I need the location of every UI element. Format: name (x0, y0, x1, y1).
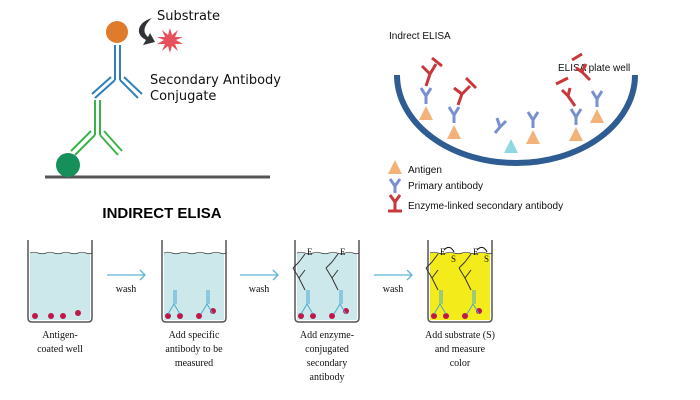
antigen-dot (165, 313, 171, 319)
legend-primary-antibody: Primary antibody (408, 181, 483, 192)
antigen-dot (210, 308, 216, 314)
wash-arrow-2: wash (240, 269, 279, 295)
antigen-triangle-icon (388, 160, 402, 174)
liquid-surface (429, 251, 493, 255)
step-caption-line: coated well (37, 344, 83, 355)
wash-label: wash (383, 284, 404, 295)
schematic-antibody-conjugate: Substrate Secondary Antibody Conjugate I… (45, 9, 281, 222)
primary-antibody-icon (433, 290, 447, 315)
arrow-right-icon (240, 269, 279, 281)
well-outline (161, 240, 227, 323)
secondary-antibody-icon (458, 253, 472, 291)
step-caption-line: measured (175, 358, 213, 369)
primary-antibody-icon (333, 290, 347, 315)
secondary-antibodies (420, 52, 592, 107)
wash-arrow-3: wash (374, 269, 413, 295)
antigen-dot (462, 313, 468, 319)
antigen-dot (443, 313, 449, 319)
step-caption-line: and measure (435, 344, 486, 355)
primary-antibody-icon (388, 178, 402, 193)
liquid-surface (296, 251, 360, 255)
antigen-dot (177, 313, 183, 319)
unbound-antigen-icon (504, 139, 518, 153)
reaction-arrow-icon (476, 246, 488, 253)
well-liquid (30, 253, 90, 320)
secondary-antibody-icon (425, 253, 439, 291)
enzyme-glyph: E (473, 247, 479, 257)
primary-antibody-icon (167, 290, 181, 315)
antigen-dot (329, 313, 335, 319)
substrate-star-icon (157, 28, 183, 53)
well-outline (294, 240, 360, 323)
wash-label: wash (116, 284, 137, 295)
well-outline (427, 240, 493, 323)
secondary-antibody-icon (292, 253, 306, 291)
antigen-dot (196, 313, 202, 319)
step-caption-line: Antigen- (42, 330, 78, 341)
liquid-surface (29, 251, 93, 255)
step-caption-line: color (450, 358, 471, 369)
curved-arrow-icon (138, 18, 155, 45)
well-outline (27, 240, 93, 323)
step-caption-line: secondary (307, 358, 348, 369)
antigen-dot (75, 310, 81, 316)
enzyme-glyph: E (440, 247, 446, 257)
step-caption-line: antibody to be (165, 344, 223, 355)
antigen-sphere-icon (56, 153, 80, 177)
arrow-right-icon (374, 269, 413, 281)
legend-antigen: Antigen (408, 165, 442, 176)
step-caption-line: Add substrate (S) (425, 330, 495, 341)
step-2: Add specific antibody to be measured (161, 240, 227, 369)
secondary-antibody-icon (388, 194, 402, 213)
primary-antibody-icon (300, 290, 314, 315)
antigen-dot (48, 313, 54, 319)
step-caption-line: Add enzyme- (300, 330, 354, 341)
antigen-dot (32, 313, 38, 319)
secondary-antibody-icon (325, 253, 339, 291)
secondary-antibody-icon (91, 45, 143, 99)
step-caption-line: antibody (310, 372, 345, 383)
reaction-arrow-icon (443, 246, 455, 253)
antigen-dot (60, 313, 66, 319)
enzyme-glyph: E (340, 247, 346, 257)
well-arc (394, 74, 638, 166)
antigen-dot (431, 313, 437, 319)
arrow-right-icon (107, 269, 146, 281)
step-1: Antigen-coated well (27, 240, 93, 355)
step-caption-line: conjugated (305, 344, 349, 355)
primary-antibody-icon (466, 290, 480, 315)
substrate-label: Substrate (157, 9, 220, 24)
antigen-dot (310, 313, 316, 319)
primary-antibodies (419, 87, 604, 134)
substrate-glyph: S (451, 254, 456, 264)
conjugate-label-line2: Conjugate (150, 89, 216, 104)
enzyme-glyph: E (307, 247, 313, 257)
step-caption-line: Add specific (169, 330, 220, 341)
page-title: INDIRECT ELISA (102, 205, 221, 222)
enzyme-sphere-icon (106, 21, 128, 43)
primary-antibody-icon (70, 100, 123, 156)
antigen-dot (343, 308, 349, 314)
wash-arrow-1: wash (107, 269, 146, 295)
indirect-elisa-title: Indrect ELISA (389, 31, 451, 42)
plate-well-illustration: Indrect ELISA ELISA plate well Antigen P… (388, 31, 638, 213)
liquid-surface (163, 251, 227, 255)
step-3: E E Add enzyme-conjugated secondary antibody (292, 240, 360, 383)
antigen-dot (476, 308, 482, 314)
plate-well-label: ELISA plate well (558, 63, 630, 74)
primary-antibody-icon (200, 290, 214, 315)
legend-secondary-antibody: Enzyme-linked secondary antibody (408, 201, 563, 212)
antigens (419, 106, 604, 144)
antigen-dot (298, 313, 304, 319)
substrate-glyph: S (484, 254, 489, 264)
conjugate-label-line1: Secondary Antibody (150, 73, 281, 88)
wash-label: wash (249, 284, 270, 295)
